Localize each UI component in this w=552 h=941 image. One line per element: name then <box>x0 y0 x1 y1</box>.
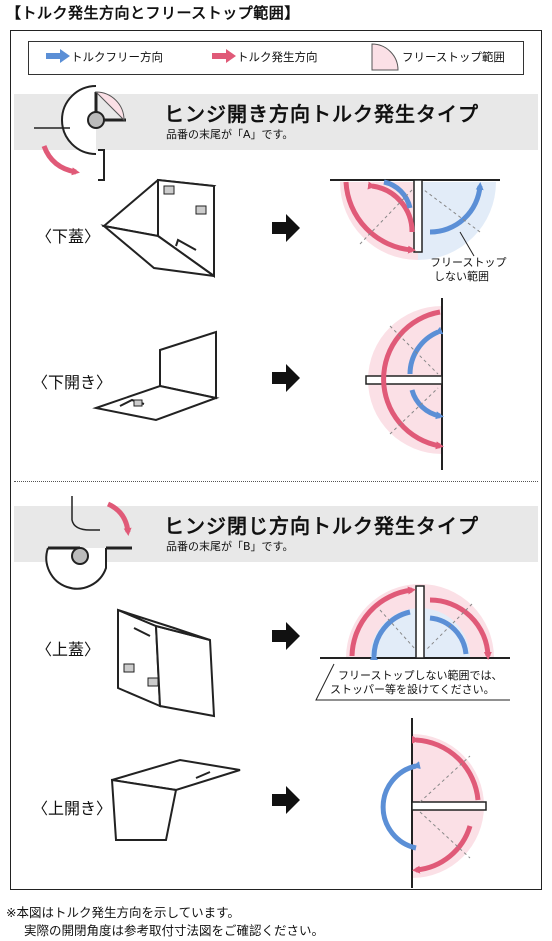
legend-free-label: トルクフリー方向 <box>71 50 163 64</box>
legend-torque-arrow-icon <box>212 49 236 63</box>
legend-free-arrow-icon <box>46 49 70 63</box>
box-upper-open <box>110 758 241 841</box>
section-a-subtitle: 品番の末尾が「A」です。 <box>166 128 294 141</box>
rotation-arrow-icon-a <box>41 145 80 176</box>
right-arrow-icon <box>272 786 300 814</box>
legend-box <box>28 41 524 75</box>
rotation-diagram-4 <box>380 718 487 888</box>
rotation-diagram-3 <box>315 584 510 701</box>
section-divider <box>14 481 538 482</box>
right-arrow-icon <box>272 622 300 650</box>
legend-range-label: フリーストップ範囲 <box>402 50 505 64</box>
case-upper-lid-label: 〈上蓋〉 <box>36 640 101 659</box>
case-upper-open-label: 〈上開き〉 <box>32 799 113 818</box>
rotation-arrow-icon-b <box>106 501 132 536</box>
note-b-line1: フリーストップしない範囲では、 <box>338 669 503 682</box>
box-upper-lid <box>117 608 216 718</box>
section-a-title: ヒンジ開き方向トルク発生タイプ <box>164 102 479 126</box>
section-b-subtitle: 品番の末尾が「B」です。 <box>166 540 294 553</box>
page-title: 【トルク発生方向とフリーストップ範囲】 <box>6 4 300 22</box>
box-lower-lid <box>100 178 217 278</box>
note-b-line2: ストッパー等を設けてください。 <box>330 683 495 696</box>
legend-torque-label: トルク発生方向 <box>237 50 318 64</box>
case-lower-open-label: 〈下開き〉 <box>32 373 113 392</box>
case-lower-lid-label: 〈下蓋〉 <box>36 227 101 246</box>
footnote-line1: ※本図はトルク発生方向を示しています。 <box>6 905 240 920</box>
rotation-diagram-2 <box>365 298 444 470</box>
note-a-line2: しない範囲 <box>434 270 489 283</box>
diagram-frame <box>10 30 542 890</box>
hinge-icon-b <box>45 496 132 590</box>
note-a-line1: フリーストップ <box>430 256 507 269</box>
footnote-line2: 実際の開閉角度は参考取付寸法図をご確認ください。 <box>24 923 325 938</box>
hinge-icon-a <box>34 85 126 181</box>
rotation-diagram-1 <box>330 179 500 260</box>
right-arrow-icon <box>272 364 300 392</box>
box-lower-open <box>92 330 220 422</box>
legend-range-icon <box>371 43 399 71</box>
section-b-title: ヒンジ閉じ方向トルク発生タイプ <box>164 514 479 538</box>
right-arrow-icon <box>272 214 300 242</box>
